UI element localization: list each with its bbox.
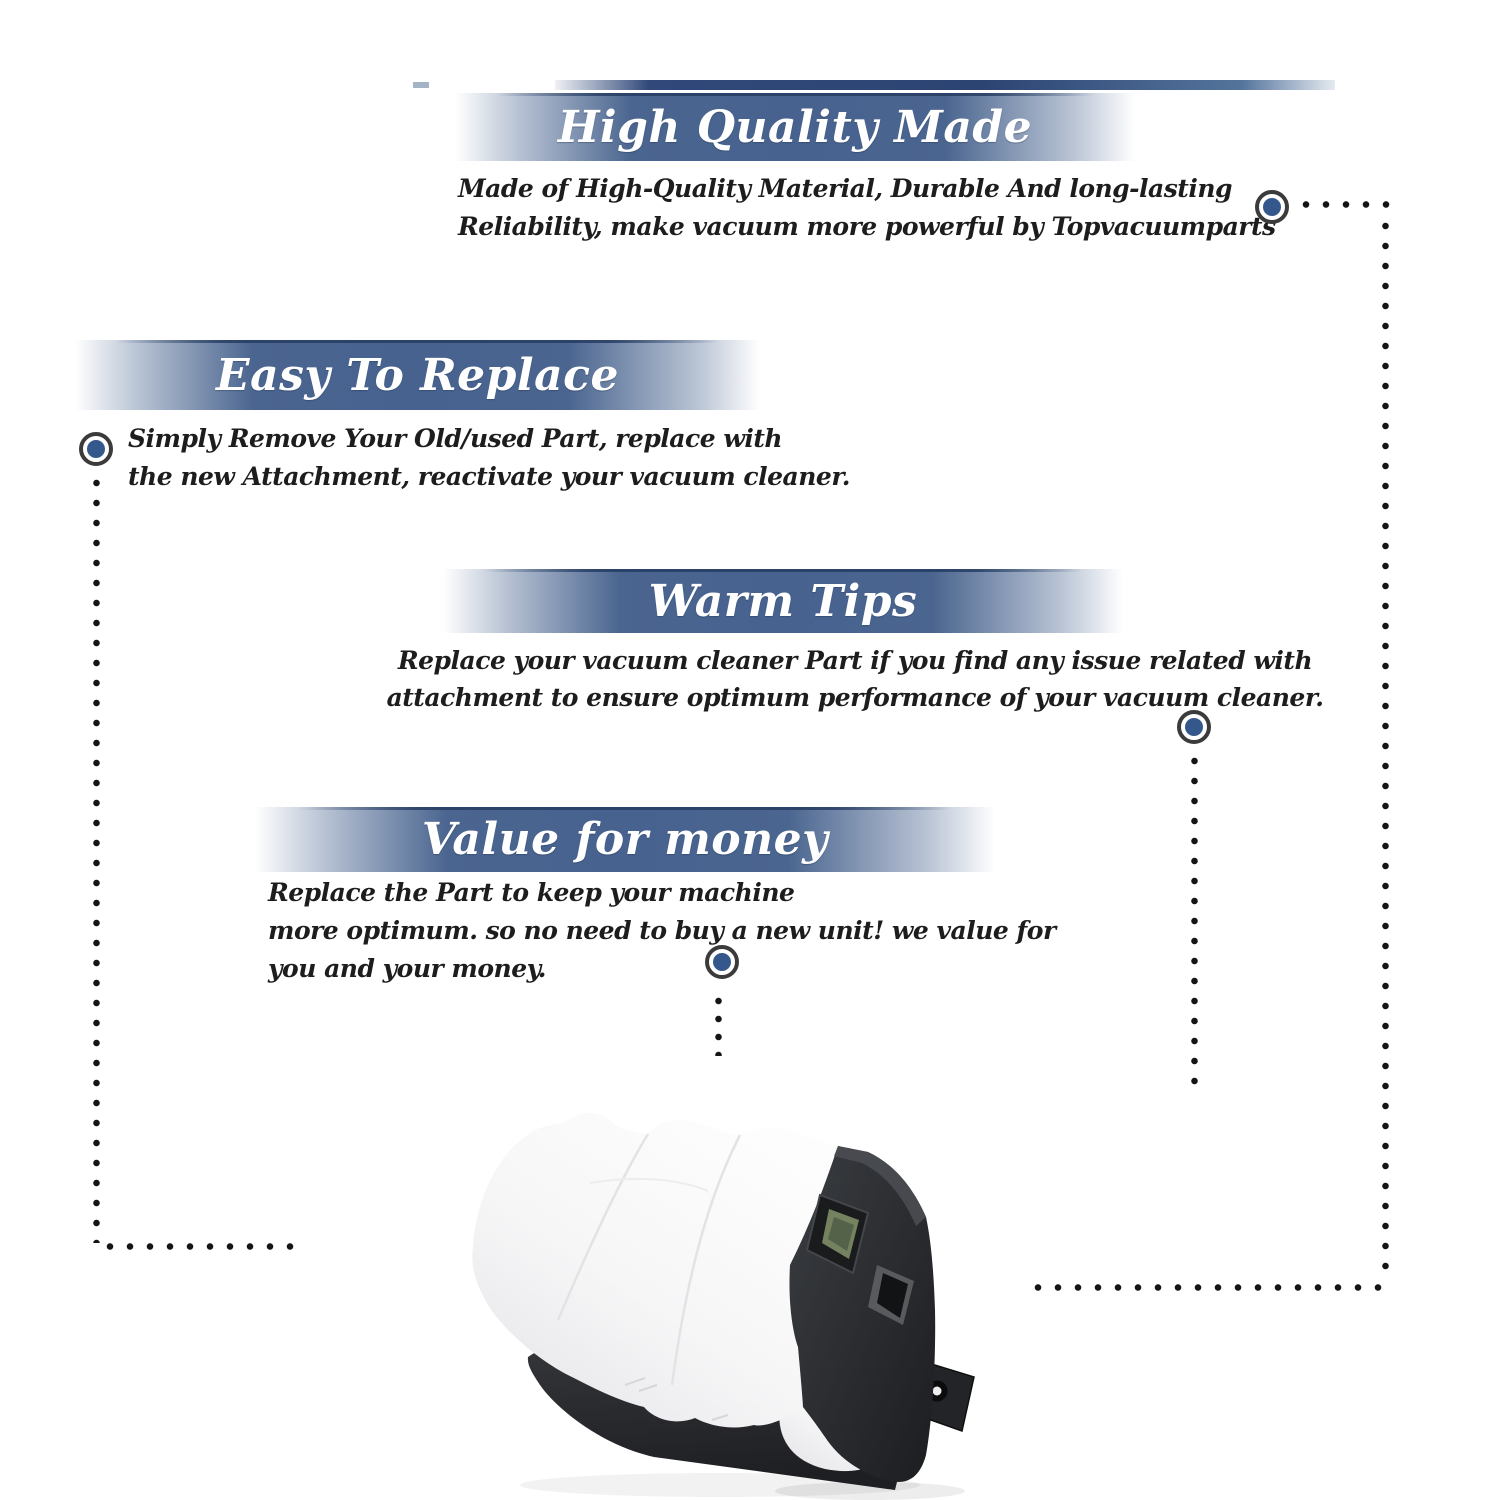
leader-line-high-quality-h1: [1296, 201, 1392, 208]
section-title-warm-tips: Warm Tips: [648, 575, 918, 627]
body-line: attachment to ensure optimum performance…: [386, 683, 1324, 712]
body-line: the new Attachment, reactivate your vacu…: [128, 462, 850, 491]
section-title-value-for-money: Value for money: [421, 814, 829, 865]
callout-marker-value-money: [705, 945, 739, 979]
leader-line-easy-replace-v: [93, 473, 100, 1243]
marker-dot-icon: [1263, 198, 1281, 216]
leader-line-warm-tips-v: [1191, 751, 1198, 1095]
body-line: Replace the Part to keep your machine: [268, 878, 795, 907]
section-body-value-for-money: Replace the Part to keep your machine mo…: [268, 874, 1056, 988]
banner-warm-tips: Warm Tips: [443, 569, 1123, 633]
wrap-seam: [589, 1177, 709, 1192]
cell-crease: [556, 1133, 650, 1321]
body-line: Reliability, make vacuum more powerful b…: [458, 212, 1276, 241]
top-cropped-banner-fragment: [413, 82, 429, 88]
leader-line-high-quality-h2: [1028, 1284, 1388, 1291]
top-cropped-banner-strip: [555, 80, 1335, 90]
section-title-high-quality-made: High Quality Made: [557, 101, 1033, 153]
contact-slot-lower: [877, 1273, 908, 1318]
body-line: Replace your vacuum cleaner Part if you …: [397, 646, 1313, 675]
battery-pack-illustration: [472, 1113, 975, 1500]
wrap-wrinkles: [624, 1377, 729, 1421]
marker-dot-icon: [713, 953, 731, 971]
body-line: more optimum. so no need to buy a new un…: [268, 916, 1056, 945]
body-line: Simply Remove Your Old/used Part, replac…: [128, 424, 783, 453]
banner-value-for-money: Value for money: [255, 807, 995, 872]
contact-terminal-inner: [828, 1217, 854, 1251]
banner-high-quality-made: High Quality Made: [455, 93, 1135, 161]
marker-dot-icon: [1185, 718, 1203, 736]
banner-easy-to-replace: Easy To Replace: [75, 340, 760, 410]
callout-marker-warm-tips: [1177, 710, 1211, 744]
section-body-warm-tips: Replace your vacuum cleaner Part if you …: [380, 642, 1330, 716]
product-shadow-right: [775, 1482, 965, 1500]
callout-marker-high-quality: [1255, 190, 1289, 224]
product-photo-battery-pack: [440, 1085, 1010, 1500]
section-body-easy-to-replace: Simply Remove Your Old/used Part, replac…: [128, 420, 850, 496]
mounting-hole-center: [932, 1386, 942, 1396]
body-line: Made of High-Quality Material, Durable A…: [458, 174, 1233, 203]
section-body-high-quality-made: Made of High-Quality Material, Durable A…: [458, 170, 1276, 246]
battery-cells-body: [472, 1113, 838, 1428]
cell-crease: [670, 1134, 742, 1386]
leader-line-high-quality-v: [1382, 216, 1389, 1278]
leader-line-easy-replace-h: [100, 1243, 296, 1250]
connector-bevel: [834, 1146, 926, 1226]
marker-dot-icon: [87, 440, 105, 458]
callout-marker-easy-replace: [79, 432, 113, 466]
body-line: you and your money.: [268, 954, 546, 983]
section-title-easy-to-replace: Easy To Replace: [216, 349, 619, 401]
leader-line-value-money-v: [715, 992, 722, 1056]
